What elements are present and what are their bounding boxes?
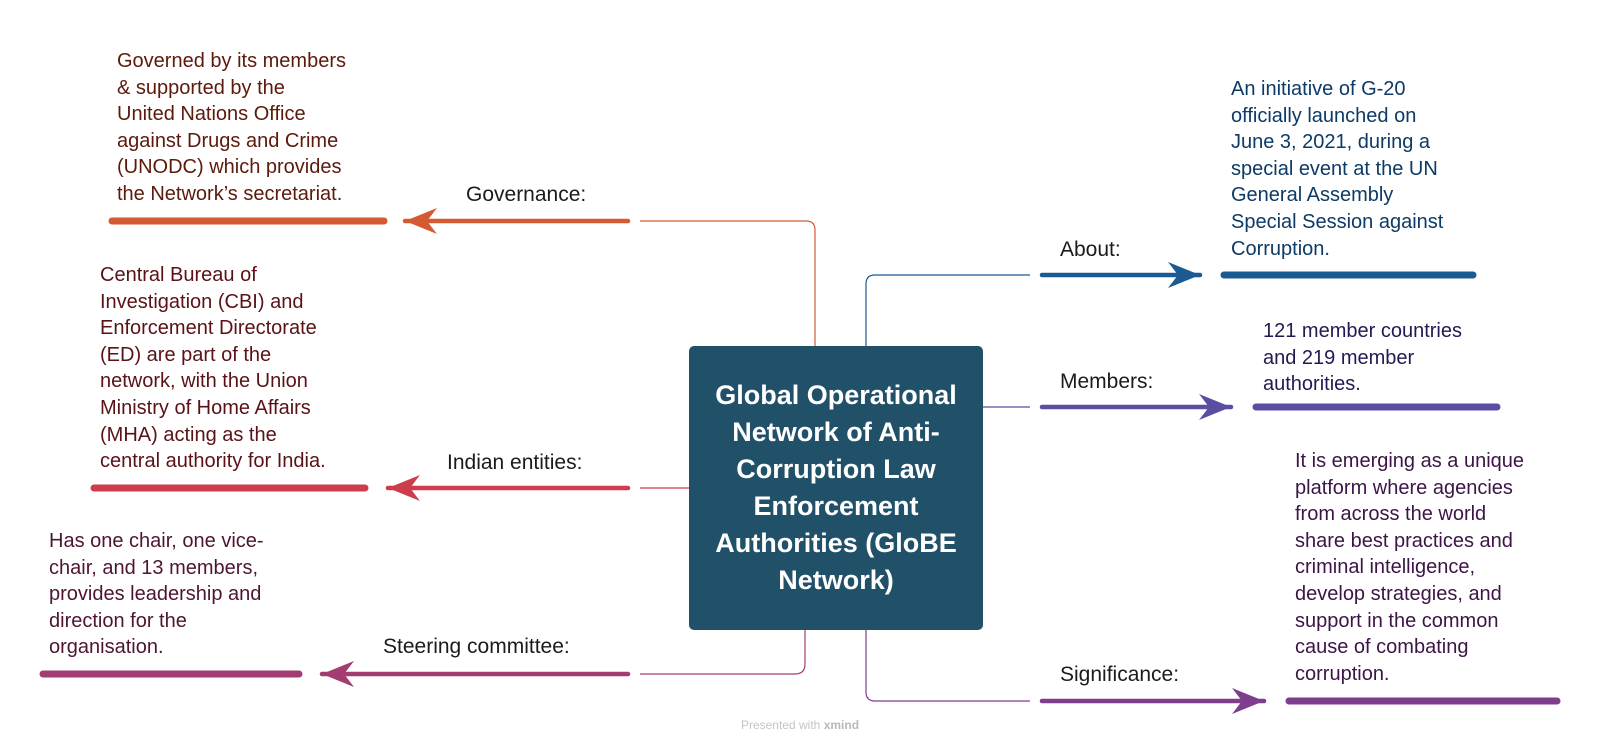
connector-steering-committee bbox=[640, 630, 806, 675]
branch-description-about[interactable]: An initiative of G-20 officially launche… bbox=[1231, 78, 1444, 260]
connector-governance bbox=[640, 220, 816, 346]
branch-label-significance[interactable]: Significance: bbox=[1060, 663, 1180, 686]
arrow-icon-steering-committee bbox=[322, 661, 354, 687]
central-topic[interactable]: Global Operational Network of Anti-Corru… bbox=[689, 346, 983, 630]
arrow-icon-indian-entities bbox=[388, 475, 420, 501]
presented-with-footer: Presented with xmind bbox=[0, 718, 1600, 732]
branch-label-about[interactable]: About: bbox=[1060, 238, 1121, 261]
branch-label-steering-committee[interactable]: Steering committee: bbox=[383, 635, 570, 658]
branch-description-governance[interactable]: Governed by its members & supported by t… bbox=[117, 50, 346, 205]
branch-label-indian-entities[interactable]: Indian entities: bbox=[447, 451, 583, 474]
arrow-icon-about bbox=[1168, 262, 1200, 288]
branch-description-significance[interactable]: It is emerging as a unique platform wher… bbox=[1295, 450, 1525, 685]
connector-about bbox=[865, 274, 1030, 346]
arrow-icon-significance bbox=[1232, 688, 1264, 714]
arrow-icon-governance bbox=[405, 208, 437, 234]
branch-description-steering-committee[interactable]: Has one chair, one vice- chair, and 13 m… bbox=[49, 530, 264, 659]
connector-significance bbox=[865, 630, 1030, 702]
central-topic-title: Global Operational Network of Anti-Corru… bbox=[715, 380, 957, 595]
branch-label-members[interactable]: Members: bbox=[1060, 370, 1154, 393]
branch-description-indian-entities[interactable]: Central Bureau of Investigation (CBI) an… bbox=[100, 264, 326, 473]
footer-prefix: Presented with bbox=[740, 718, 821, 732]
branch-label-governance[interactable]: Governance: bbox=[466, 183, 587, 206]
xmind-brand: xmind bbox=[823, 718, 860, 732]
arrow-icon-members bbox=[1199, 394, 1231, 420]
branch-description-members[interactable]: 121 member countries and 219 member auth… bbox=[1263, 320, 1462, 396]
